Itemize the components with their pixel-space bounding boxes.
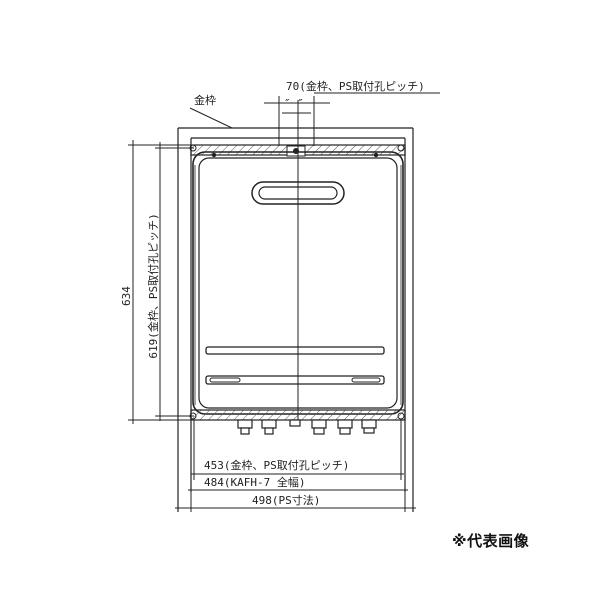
- frame-leader: [189, 107, 233, 129]
- dim-height-frame: 619(金枠、PS取付孔ピッチ): [146, 213, 160, 358]
- dim-height-total: 634: [120, 286, 133, 306]
- dim-width-unit: 484(KAFH-7 全幅): [204, 475, 305, 489]
- pipe-connectors: [237, 419, 377, 435]
- frame-label: 金枠: [194, 93, 216, 107]
- dim-top-pitch-label: 70(金枠、PS取付孔ピッチ): [286, 79, 425, 93]
- ps-enclosure: [177, 127, 414, 512]
- dim-width-ps: 498(PS寸法): [252, 493, 320, 507]
- dim-bottom: [175, 420, 416, 512]
- dim-top-marks: ″ ″: [284, 97, 304, 110]
- dim-width-frame: 453(金枠、PS取付孔ピッチ): [204, 458, 349, 472]
- lower-grilles: [205, 346, 385, 385]
- dim-top-pitch: [264, 92, 440, 146]
- dim-left: [128, 140, 194, 424]
- representative-image-note: ※代表画像: [452, 532, 530, 550]
